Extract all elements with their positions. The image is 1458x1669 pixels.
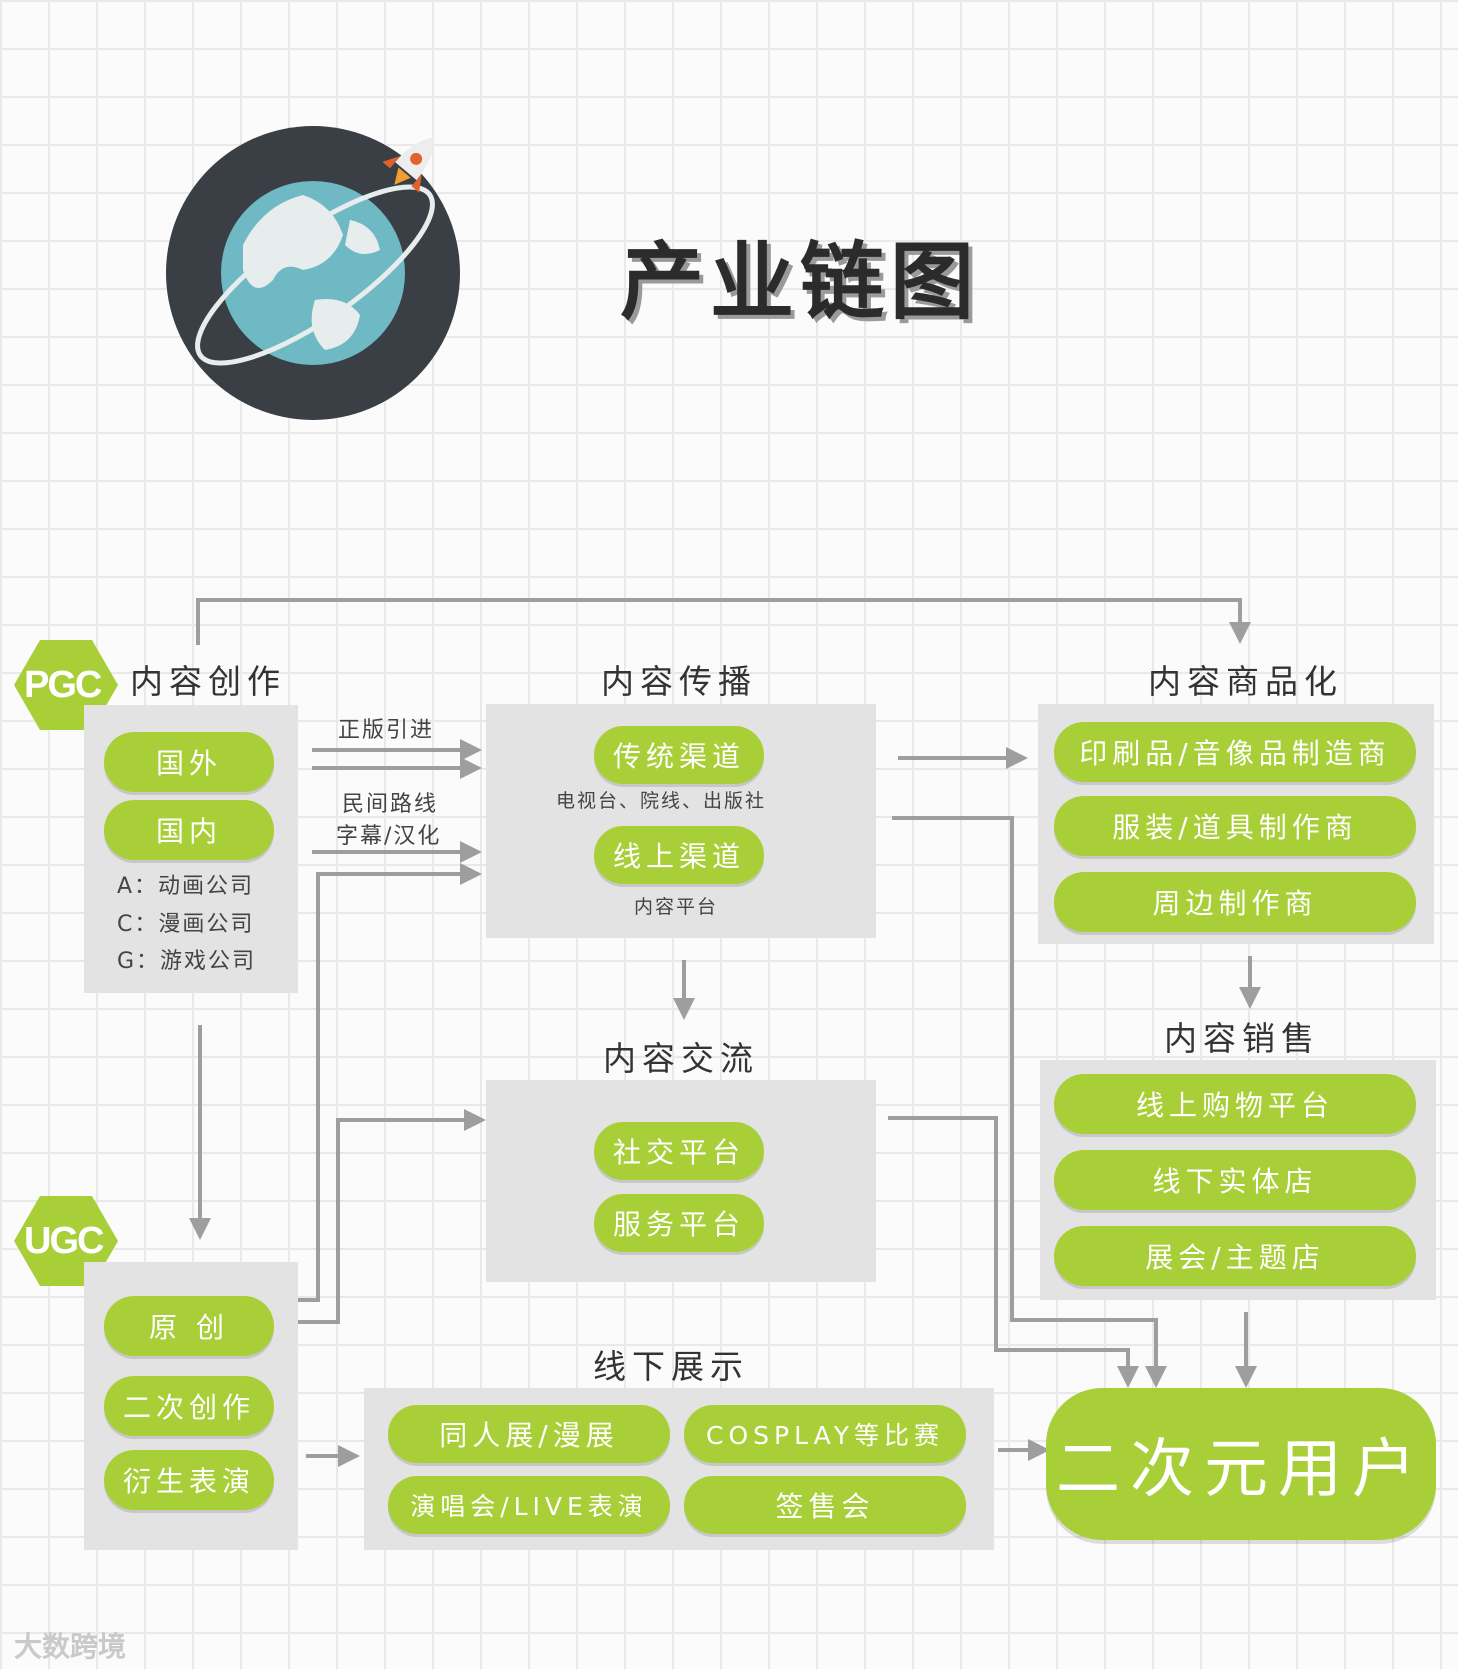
ugc-badge: UGC xyxy=(24,1220,104,1262)
pgc-note-animation: A：动画公司 xyxy=(117,874,255,899)
sales-online[interactable]: 线上购物平台 xyxy=(1054,1074,1416,1134)
channel-traditional[interactable]: 传统渠道 xyxy=(594,726,764,784)
offline-doujin[interactable]: 同人展/漫展 xyxy=(388,1405,670,1463)
label-folk: 民间路线 xyxy=(342,792,439,817)
sales-heading: 内容销售 xyxy=(1164,1019,1320,1058)
pgc-note-comic: C：漫画公司 xyxy=(117,912,255,937)
exchange-service[interactable]: 服务平台 xyxy=(594,1194,764,1252)
arrow-dissemination-to-users xyxy=(892,816,1167,1388)
sales-expo-theme[interactable]: 展会/主题店 xyxy=(1054,1226,1416,1286)
arrow-create-to-merch xyxy=(196,598,1251,645)
pgc-item-domestic[interactable]: 国内 xyxy=(104,800,274,860)
arrow-ugc-to-dissemination xyxy=(296,863,482,1302)
merch-peripheral[interactable]: 周边制作商 xyxy=(1054,872,1416,932)
globe-rocket-icon xyxy=(166,126,460,420)
channel-online[interactable]: 线上渠道 xyxy=(594,826,764,884)
ugc-item-performance[interactable]: 衍生表演 xyxy=(104,1450,274,1510)
merch-costume-prop[interactable]: 服装/道具制作商 xyxy=(1054,796,1416,856)
page-title: 产业链图 xyxy=(620,233,981,331)
exchange-heading: 内容交流 xyxy=(603,1039,759,1078)
offline-live[interactable]: 演唱会/LIVE表演 xyxy=(388,1476,670,1534)
merch-print-av[interactable]: 印刷品/音像品制造商 xyxy=(1054,722,1416,782)
watermark: 大数跨境 xyxy=(14,1630,127,1663)
pgc-item-overseas[interactable]: 国外 xyxy=(104,732,274,792)
dissemination-heading: 内容传播 xyxy=(601,662,757,701)
arrow-exchange-to-users xyxy=(888,1116,1139,1388)
offline-cosplay[interactable]: COSPLAY等比赛 xyxy=(684,1405,966,1463)
creation-heading: 内容创作 xyxy=(130,662,286,701)
ugc-item-derivative[interactable]: 二次创作 xyxy=(104,1376,274,1436)
channel-online-note: 内容平台 xyxy=(634,896,719,918)
arrow-ugc-to-exchange xyxy=(296,1109,486,1324)
offline-signing[interactable]: 签售会 xyxy=(684,1476,966,1534)
label-official: 正版引进 xyxy=(338,718,435,743)
label-subtitle: 字幕/汉化 xyxy=(336,824,442,849)
pgc-note-game: G：游戏公司 xyxy=(117,949,257,974)
merch-heading: 内容商品化 xyxy=(1148,662,1343,701)
sales-offline-store[interactable]: 线下实体店 xyxy=(1054,1150,1416,1210)
ugc-item-original[interactable]: 原 创 xyxy=(104,1296,274,1356)
exchange-social[interactable]: 社交平台 xyxy=(594,1122,764,1180)
pgc-badge: PGC xyxy=(24,664,102,706)
offline-heading: 线下展示 xyxy=(593,1347,749,1386)
acg-users-node[interactable]: 二次元用户 xyxy=(1046,1388,1436,1540)
channel-traditional-note: 电视台、院线、出版社 xyxy=(556,790,767,812)
